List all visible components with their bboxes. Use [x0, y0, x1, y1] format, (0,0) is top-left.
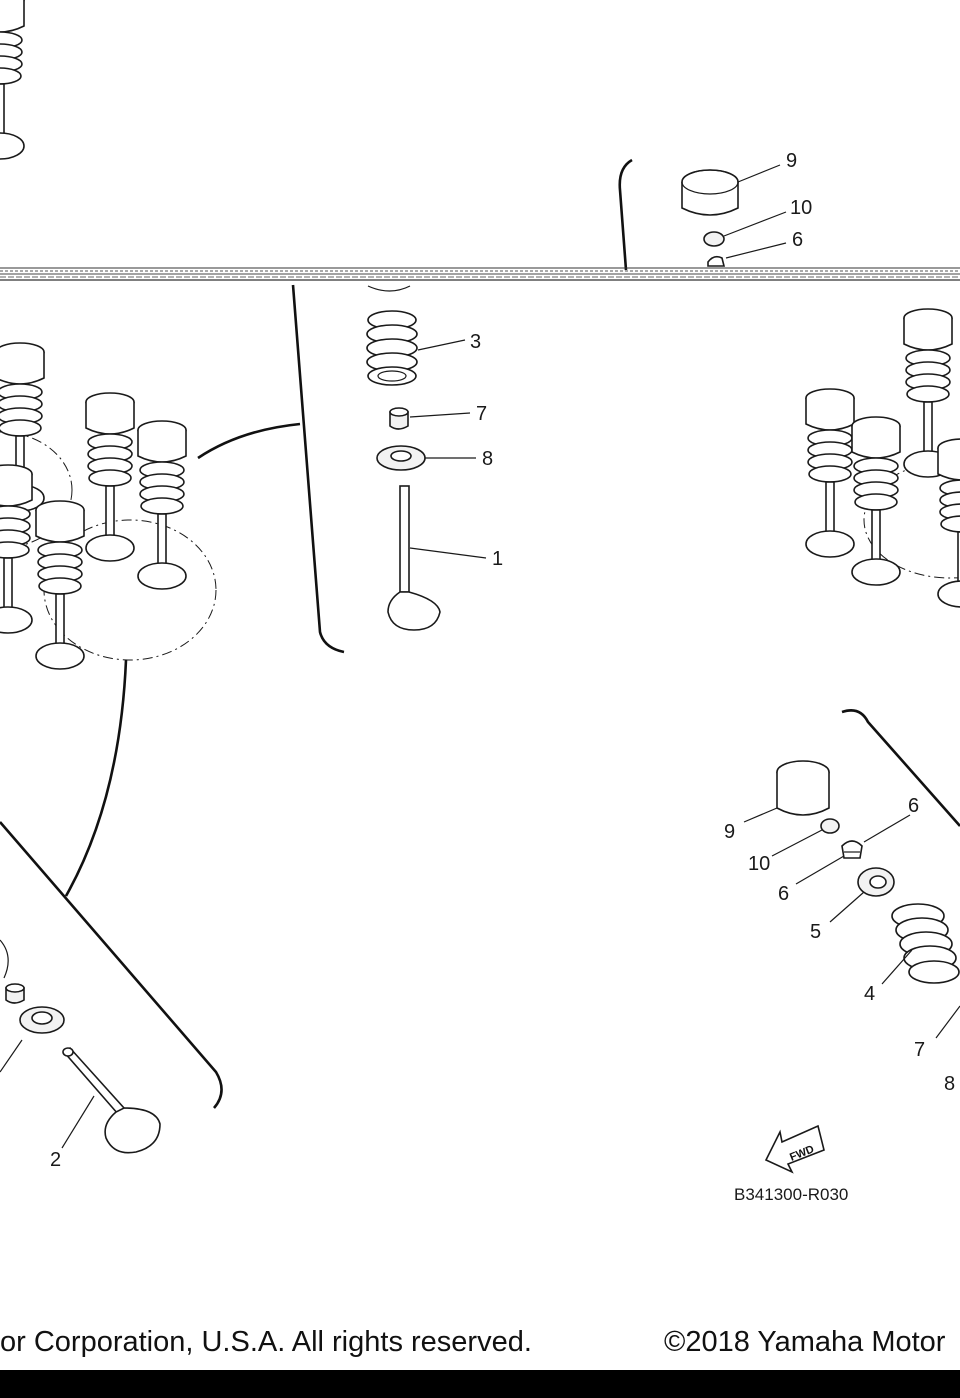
valve-lifter-9-right [776, 760, 830, 816]
valve-stem-seal-7-left [5, 983, 25, 1004]
valve-spring-retainer-5 [857, 867, 895, 897]
copyright-footer: or Corporation, U.S.A. All rights reserv… [0, 1326, 960, 1370]
callout-2: 2 [50, 1149, 61, 1171]
callout-9-right: 9 [724, 821, 735, 843]
pad-10-top [703, 231, 725, 247]
callout-10-top: 10 [790, 197, 812, 219]
top-right-inset: 9 10 6 [618, 150, 812, 271]
intake-valve-1 [387, 485, 441, 631]
callout-8-top: 8 [482, 448, 493, 470]
valve-spring-seat-8 [376, 445, 426, 471]
callout-6-top: 6 [792, 229, 803, 251]
valve-spring-4 [891, 903, 960, 984]
right-valve-cluster [805, 308, 960, 608]
top-center-inset: 3 7 8 1 [291, 284, 503, 654]
valve-cotter-6-top [707, 255, 726, 267]
footer-copyright-text: ©2018 Yamaha Motor [664, 1326, 946, 1358]
pad-10-right [820, 818, 840, 834]
callout-4: 4 [864, 983, 875, 1005]
callout-6-right-lower: 6 [778, 883, 789, 905]
valve-cotter-6-right [841, 840, 863, 859]
valve-assembly [0, 0, 25, 160]
valve-stem-seal-7 [389, 407, 409, 430]
divider-band [0, 267, 960, 281]
valve-lifter-9-top [681, 169, 739, 216]
callout-8-right: 8 [944, 1073, 955, 1095]
drawing-code: B341300-R030 [734, 1185, 848, 1204]
lower-left-inset: 2 [0, 821, 223, 1171]
callout-6-right-upper: 6 [908, 795, 919, 817]
footer-rights-text: or Corporation, U.S.A. All rights reserv… [0, 1326, 532, 1358]
exhaust-valve-2 [62, 1046, 161, 1154]
callout-7-right: 7 [914, 1039, 925, 1061]
valve-spring-seat-8-left [19, 1006, 65, 1034]
callout-7-top: 7 [476, 403, 487, 425]
callout-3: 3 [470, 331, 481, 353]
valve-spring-3 [366, 310, 418, 386]
callout-10-right: 10 [748, 853, 770, 875]
lower-right-inset: 9 10 6 6 5 4 7 8 [724, 709, 960, 1095]
forward-arrow-icon: FWD [764, 1124, 825, 1174]
callout-1: 1 [492, 548, 503, 570]
callout-9-top: 9 [786, 150, 797, 172]
left-valve-cluster [0, 0, 217, 670]
callout-5: 5 [810, 921, 821, 943]
bottom-bar [0, 1370, 960, 1398]
